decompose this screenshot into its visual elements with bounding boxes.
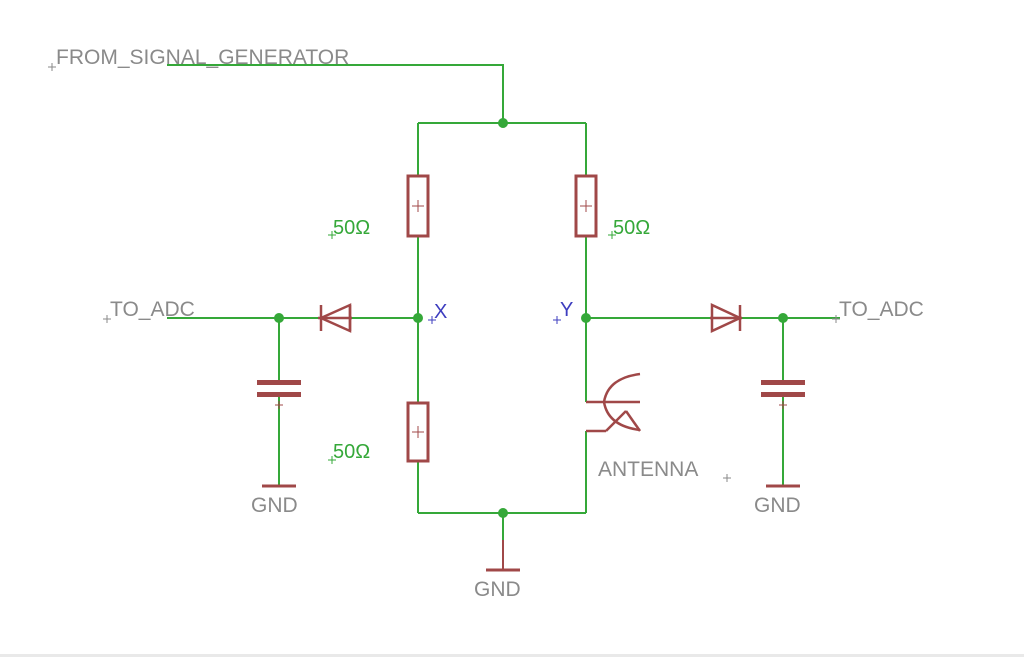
- junction-dot: [498, 118, 508, 128]
- junction-dot: [413, 313, 423, 323]
- antenna-label: ANTENNA: [598, 458, 698, 481]
- node-label-x: X: [434, 301, 447, 323]
- net-label-to-adc-left: TO_ADC: [110, 298, 195, 321]
- junction-dot: [274, 313, 284, 323]
- resistor-right-top: [574, 174, 598, 238]
- origin-cross: [723, 474, 731, 482]
- origin-cross: [832, 315, 840, 323]
- origin-cross: [48, 63, 56, 71]
- antenna-symbol: [585, 318, 642, 433]
- components: [257, 174, 805, 572]
- capacitor-left: [257, 380, 301, 409]
- origin-cross: [553, 316, 561, 324]
- net-label-from-signal-generator: FROM_SIGNAL_GENERATOR: [56, 46, 349, 69]
- origin-cross: [428, 316, 436, 324]
- junction-dot: [498, 508, 508, 518]
- resistor-value-right-top: 50Ω: [613, 217, 650, 239]
- origin-cross: [608, 231, 616, 239]
- origin-cross: [328, 456, 336, 464]
- diode-right: [710, 303, 743, 333]
- ground-symbol-center: [486, 540, 520, 572]
- net-label-to-adc-right: TO_ADC: [839, 298, 924, 321]
- capacitor-right: [761, 380, 805, 409]
- resistor-value-left-top: 50Ω: [333, 217, 370, 239]
- resistor-value-left-bottom: 50Ω: [333, 441, 370, 463]
- wires: [167, 64, 840, 540]
- wire-signal-input: [167, 64, 504, 123]
- origin-marks: [48, 63, 840, 482]
- diode-left: [317, 303, 352, 333]
- gnd-label-left: GND: [251, 494, 298, 517]
- bottom-divider: [0, 654, 1024, 657]
- node-label-y: Y: [560, 299, 573, 321]
- resistor-left-bottom: [406, 401, 430, 463]
- origin-cross: [103, 315, 111, 323]
- gnd-label-center: GND: [474, 578, 521, 601]
- origin-cross: [328, 231, 336, 239]
- junction-dot: [778, 313, 788, 323]
- resistor-left-top: [406, 174, 430, 238]
- gnd-label-right: GND: [754, 494, 801, 517]
